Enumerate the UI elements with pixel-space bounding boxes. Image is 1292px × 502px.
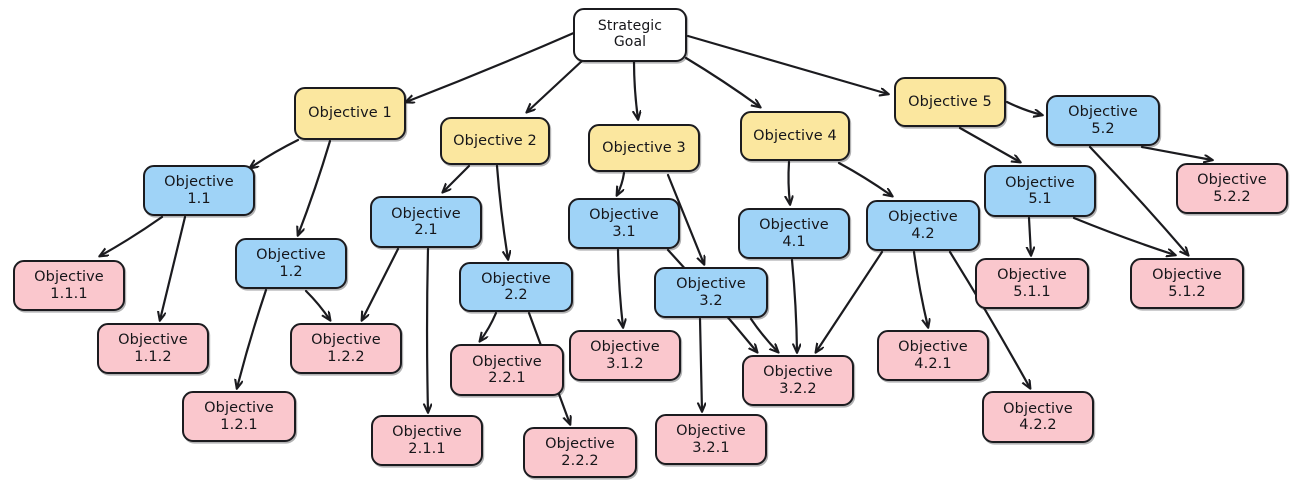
edge-o42-to-o421 [912, 250, 928, 327]
node-label: Objective 1.2.2 [311, 332, 381, 365]
edge-o2-to-o22 [495, 164, 508, 259]
edge-o32-to-o321 [700, 317, 702, 411]
node-o211[interactable]: Objective 2.1.1 [371, 415, 483, 466]
edge-o51-to-o511 [1029, 216, 1031, 255]
node-label: Objective 5.1.2 [1152, 267, 1222, 300]
node-o1[interactable]: Objective 1 [294, 87, 406, 140]
node-label: Objective 2 [453, 132, 537, 149]
node-label: Objective 3 [602, 139, 686, 156]
edge-o51-to-o512 [1072, 216, 1175, 255]
node-label: Objective 4.2.1 [898, 339, 968, 372]
node-o512[interactable]: Objective 5.1.2 [1130, 258, 1244, 309]
edge-o21-to-o211 [427, 247, 428, 412]
edge-o52-to-o512 [1088, 145, 1188, 255]
node-o321[interactable]: Objective 3.2.1 [655, 414, 767, 465]
edge-o11-to-o112 [160, 215, 187, 320]
edge-o12-to-o121 [237, 288, 268, 388]
edge-o3-to-o31 [617, 171, 626, 195]
node-label: Objective 5 [908, 93, 992, 110]
node-o52[interactable]: Objective 5.2 [1046, 95, 1160, 146]
node-label: Objective 3.2.2 [763, 364, 833, 397]
node-o32[interactable]: Objective 3.2 [654, 267, 768, 318]
edge-o12-to-o122 [304, 289, 330, 320]
node-label: Objective 3.2.1 [676, 423, 746, 456]
node-o31[interactable]: Objective 3.1 [568, 198, 680, 249]
node-label: Objective 5.2 [1068, 104, 1138, 137]
edge-o2-to-o21 [443, 164, 471, 192]
edge-root-to-o4 [684, 56, 760, 107]
node-label: Objective 5.1.1 [997, 267, 1067, 300]
node-o522[interactable]: Objective 5.2.2 [1176, 163, 1288, 214]
node-label: Objective 3.2 [676, 276, 746, 309]
node-label: Objective 1.1 [164, 174, 234, 207]
node-label: Objective 2.2.2 [545, 436, 615, 469]
node-label: Objective 5.2.2 [1197, 172, 1267, 205]
edge-root-to-o1 [406, 30, 578, 102]
node-o312[interactable]: Objective 3.1.2 [569, 330, 681, 381]
node-label: Strategic Goal [597, 18, 663, 50]
node-label: Objective 2.2 [481, 270, 551, 303]
node-o5[interactable]: Objective 5 [894, 77, 1006, 127]
node-o111[interactable]: Objective 1.1.1 [13, 260, 125, 311]
node-label: Objective 1 [308, 105, 392, 122]
edge-root-to-o5 [686, 34, 888, 94]
edge-o31-to-o312 [616, 248, 623, 327]
node-o4[interactable]: Objective 4 [740, 111, 850, 161]
node-label: Objective 2.1 [391, 205, 461, 238]
node-label: Objective 5.1 [1005, 174, 1075, 207]
node-o112[interactable]: Objective 1.1.2 [97, 323, 209, 374]
node-o2[interactable]: Objective 2 [440, 117, 550, 165]
node-o511[interactable]: Objective 5.1.1 [975, 258, 1089, 309]
edge-o5-to-o51 [958, 126, 1020, 162]
node-o22[interactable]: Objective 2.2 [459, 262, 573, 312]
edge-o41-to-o322 [790, 258, 797, 352]
edge-o21-to-o122 [362, 247, 400, 320]
node-label: Objective 4.1 [759, 217, 829, 250]
node-o12[interactable]: Objective 1.2 [235, 238, 347, 289]
node-label: Objective 4 [753, 127, 837, 144]
node-label: Objective 1.1.2 [118, 332, 188, 365]
node-label: Objective 1.2.1 [204, 400, 274, 433]
node-o122[interactable]: Objective 1.2.2 [290, 323, 402, 374]
node-label: Objective 4.2 [888, 209, 958, 242]
edge-root-to-o2 [527, 58, 585, 112]
node-o121[interactable]: Objective 1.2.1 [182, 391, 296, 442]
node-o222[interactable]: Objective 2.2.2 [523, 427, 637, 478]
node-o11[interactable]: Objective 1.1 [143, 165, 255, 216]
node-label: Objective 2.2.1 [472, 353, 542, 386]
node-root[interactable]: Strategic Goal [573, 8, 687, 62]
edge-root-to-o3 [634, 60, 638, 119]
node-o51[interactable]: Objective 5.1 [984, 165, 1096, 217]
node-o21[interactable]: Objective 2.1 [370, 196, 482, 248]
edge-o1-to-o11 [250, 138, 300, 168]
edge-o4-to-o41 [788, 160, 790, 204]
edge-o4-to-o42 [837, 161, 892, 196]
edge-o5-to-o52 [1005, 100, 1042, 115]
edge-o11-to-o111 [100, 215, 164, 256]
node-o221[interactable]: Objective 2.2.1 [450, 344, 564, 396]
edge-o32-to-o322 [749, 317, 778, 352]
edge-o52-to-o522 [1140, 145, 1212, 160]
node-o3[interactable]: Objective 3 [588, 124, 700, 172]
edge-o1-to-o12 [298, 139, 332, 235]
node-o422[interactable]: Objective 4.2.2 [982, 391, 1094, 443]
node-label: Objective 1.1.1 [34, 269, 104, 302]
edge-o42-to-o322 [816, 250, 884, 352]
node-label: Objective 3.1 [589, 207, 659, 240]
node-label: Objective 1.2 [256, 247, 326, 280]
edge-o22-to-o221 [480, 311, 498, 341]
node-label: Objective 4.2.2 [1003, 400, 1073, 433]
node-label: Objective 3.1.2 [590, 339, 660, 372]
node-label: Objective 2.1.1 [392, 424, 462, 457]
node-o42[interactable]: Objective 4.2 [866, 200, 980, 251]
node-o322[interactable]: Objective 3.2.2 [742, 355, 854, 406]
node-o421[interactable]: Objective 4.2.1 [877, 330, 989, 381]
node-o41[interactable]: Objective 4.1 [738, 208, 850, 259]
